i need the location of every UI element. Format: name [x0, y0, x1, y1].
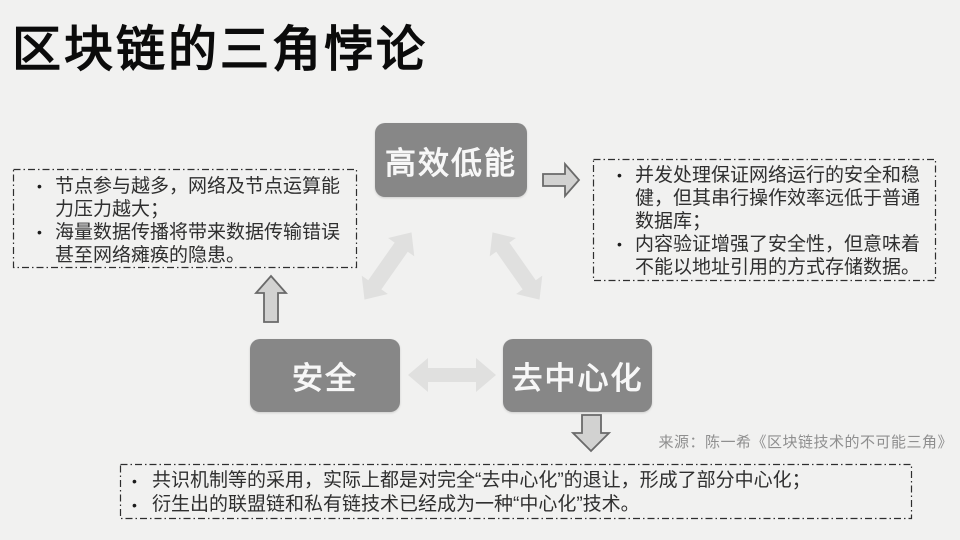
note-text: 共识机制等的采用，实际上都是对完全“去中心化”的退让，形成了部分中心化；	[152, 470, 811, 491]
node-efficiency: 高效低能	[375, 123, 527, 197]
node-security: 安全	[250, 339, 400, 412]
note-text: 内容验证增强了安全性，但意味着不能以地址引用的方式存储数据。	[635, 234, 921, 278]
bullet-dot-icon: •	[617, 167, 622, 183]
list-item: • 共识机制等的采用，实际上都是对完全“去中心化”的退让，形成了部分中心化；	[120, 469, 912, 493]
node-efficiency-label: 高效低能	[385, 145, 517, 181]
arrow-down-icon	[570, 414, 612, 453]
list-item: • 海量数据传播将带来数据传输错误甚至网络瘫痪的隐患。	[13, 221, 357, 267]
source-attribution: 来源：陈一希《区块链技术的不可能三角》	[658, 434, 953, 451]
right-note-border	[592, 158, 937, 282]
bullet-dot-icon: •	[37, 224, 42, 240]
right-note: • 并发处理保证网络运行的安全和稳健，但其串行操作效率远低于普通数据库； • 内…	[593, 164, 935, 279]
bottom-note: • 共识机制等的采用，实际上都是对完全“去中心化”的退让，形成了部分中心化； •…	[120, 469, 912, 517]
page-title: 区块链的三角悖论	[12, 23, 429, 77]
arrow-right-icon	[542, 161, 581, 199]
left-note: • 节点参与越多，网络及节点运算能力压力越大； • 海量数据传播将带来数据传输错…	[13, 175, 357, 267]
efficiency-decentralization-double-arrow-icon	[489, 232, 543, 300]
bullet-dot-icon: •	[37, 178, 42, 194]
efficiency-security-double-arrow-icon	[361, 232, 415, 300]
node-decentralization-label: 去中心化	[511, 361, 644, 396]
bullet-dot-icon: •	[132, 473, 137, 489]
list-item: • 内容验证增强了安全性，但意味着不能以地址引用的方式存储数据。	[593, 233, 935, 279]
node-decentralization: 去中心化	[503, 339, 652, 412]
bullet-dot-icon: •	[132, 497, 137, 513]
list-item: • 衍生出的联盟链和私有链技术已经成为一种“中心化”技术。	[120, 493, 912, 517]
security-decentralization-double-arrow-icon	[408, 358, 496, 392]
note-text: 海量数据传播将带来数据传输错误甚至网络瘫痪的隐患。	[55, 222, 341, 266]
note-text: 并发处理保证网络运行的安全和稳健，但其串行操作效率远低于普通数据库；	[635, 165, 921, 232]
arrow-up-icon	[254, 274, 288, 323]
list-item: • 并发处理保证网络运行的安全和稳健，但其串行操作效率远低于普通数据库；	[593, 164, 935, 233]
bottom-note-border	[119, 463, 913, 520]
left-note-border	[12, 168, 358, 269]
node-security-label: 安全	[292, 361, 358, 396]
bullet-dot-icon: •	[617, 236, 622, 252]
note-text: 节点参与越多，网络及节点运算能力压力越大；	[55, 176, 341, 220]
list-item: • 节点参与越多，网络及节点运算能力压力越大；	[13, 175, 357, 221]
note-text: 衍生出的联盟链和私有链技术已经成为一种“中心化”技术。	[152, 494, 640, 515]
